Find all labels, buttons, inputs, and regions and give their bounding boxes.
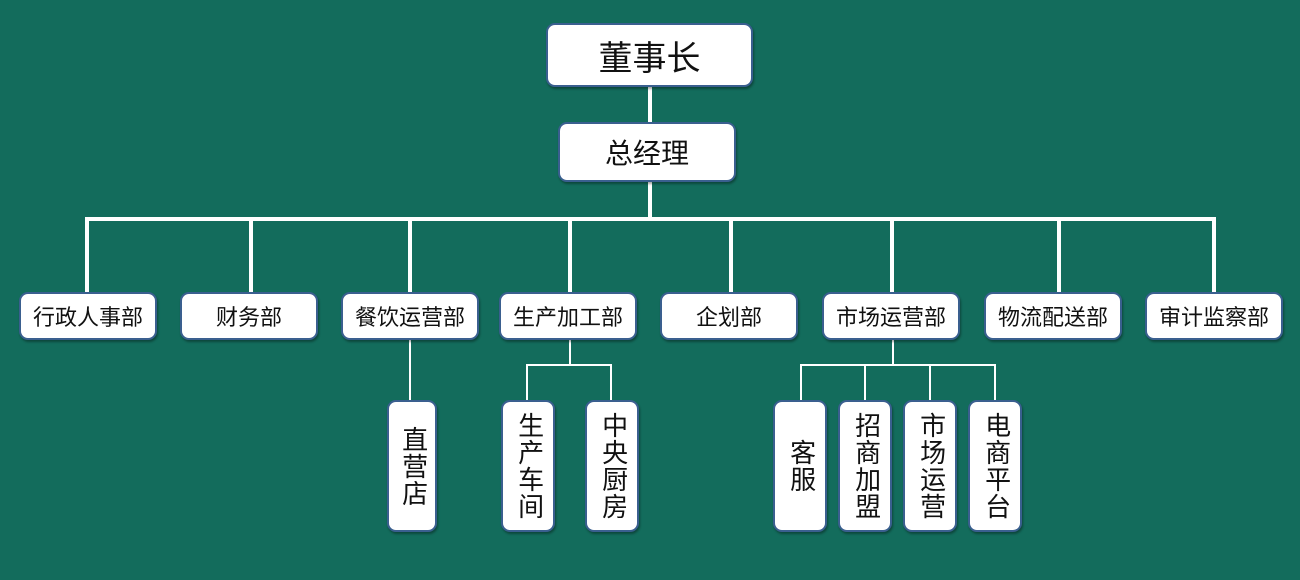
subunit-direct-store: 直营店 xyxy=(387,400,437,532)
connector-dept-production xyxy=(568,217,572,293)
connector-dept-marketing xyxy=(890,217,894,293)
subunit-label: 直营店 xyxy=(397,425,428,507)
subunit-label: 市场运营 xyxy=(915,412,946,520)
department-audit: 审计监察部 xyxy=(1145,292,1283,340)
subunit-ecommerce: 电商平台 xyxy=(968,400,1022,532)
department-label: 物流配送部 xyxy=(997,306,1108,331)
connector-marketing-down xyxy=(892,338,894,366)
connector-marketing-franchise xyxy=(864,364,866,402)
marketing-sub-bus xyxy=(800,364,996,366)
chairman-box: 董事长 xyxy=(546,23,753,87)
connector-gm-bus xyxy=(648,180,652,220)
department-finance: 财务部 xyxy=(180,292,318,340)
connector-dept-planning xyxy=(729,217,733,293)
department-label: 财务部 xyxy=(215,306,282,331)
connector-dept-logistics xyxy=(1057,217,1061,293)
department-label: 企划部 xyxy=(695,306,762,331)
general-manager-label: 总经理 xyxy=(604,137,689,170)
department-label: 审计监察部 xyxy=(1158,306,1269,331)
subunit-central-kitchen: 中央厨房 xyxy=(585,400,639,532)
production-sub-bus xyxy=(526,364,612,366)
connector-production-workshop xyxy=(526,364,528,402)
general-manager-box: 总经理 xyxy=(558,122,736,182)
connector-chairman-gm xyxy=(648,86,652,124)
connector-marketing-ecommerce xyxy=(994,364,996,402)
department-production: 生产加工部 xyxy=(499,292,637,340)
connector-production-kitchen xyxy=(610,364,612,402)
subunit-production-workshop: 生产车间 xyxy=(501,400,555,532)
department-catering-ops: 餐饮运营部 xyxy=(341,292,479,340)
subunit-customer-service: 客服 xyxy=(773,400,827,532)
department-bus xyxy=(85,217,1216,221)
subunit-label: 生产车间 xyxy=(513,412,544,520)
connector-production-down xyxy=(569,338,571,366)
department-label: 生产加工部 xyxy=(512,306,623,331)
department-logistics: 物流配送部 xyxy=(984,292,1122,340)
department-marketing-ops: 市场运营部 xyxy=(822,292,960,340)
subunit-franchise: 招商加盟 xyxy=(838,400,892,532)
department-label: 行政人事部 xyxy=(32,306,143,331)
connector-dept-audit xyxy=(1212,217,1216,293)
subunit-market-ops: 市场运营 xyxy=(903,400,957,532)
connector-dept-finance xyxy=(249,217,253,293)
chairman-label: 董事长 xyxy=(598,38,701,79)
department-label: 餐饮运营部 xyxy=(354,306,465,331)
department-label: 市场运营部 xyxy=(835,306,946,331)
connector-dept-admin-hr xyxy=(85,217,89,293)
subunit-label: 招商加盟 xyxy=(850,412,881,520)
connector-marketing-market xyxy=(929,364,931,402)
subunit-label: 电商平台 xyxy=(980,412,1011,520)
connector-marketing-service xyxy=(800,364,802,402)
department-planning: 企划部 xyxy=(660,292,798,340)
connector-dept-catering xyxy=(408,217,412,293)
subunit-label: 中央厨房 xyxy=(597,412,628,520)
connector-catering-store xyxy=(409,338,411,402)
department-admin-hr: 行政人事部 xyxy=(19,292,157,340)
subunit-label: 客服 xyxy=(785,439,816,493)
